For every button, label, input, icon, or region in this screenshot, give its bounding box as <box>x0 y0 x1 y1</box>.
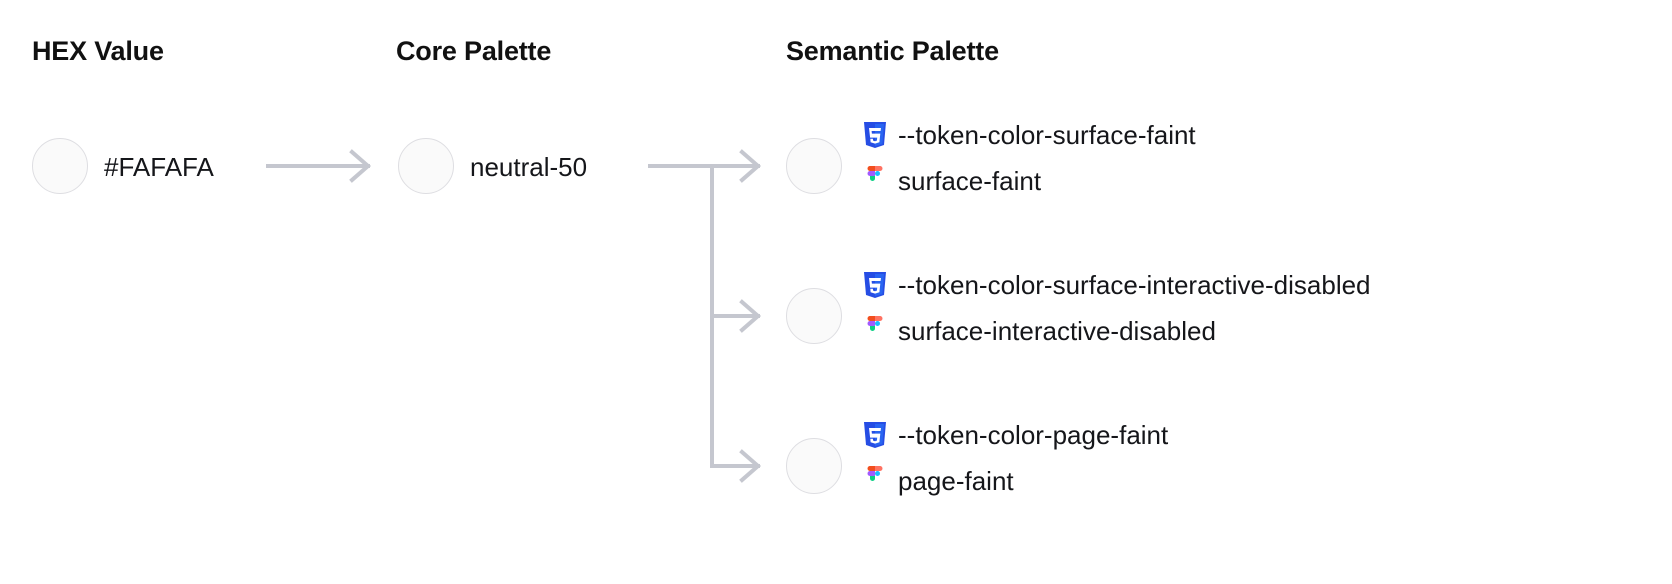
semantic-row: --token-color-page-faint page-faint <box>862 412 1662 504</box>
arrowhead-row-0 <box>739 149 762 183</box>
css-variable-name: --token-color-surface-faint <box>898 120 1196 150</box>
semantic-row: --token-color-surface-interactive-disabl… <box>862 262 1662 354</box>
figma-logo-icon <box>862 316 888 346</box>
figma-token-name: surface-interactive-disabled <box>898 316 1216 346</box>
column-heading-semantic-palette: Semantic Palette <box>786 36 999 66</box>
column-heading-core-palette: Core Palette <box>396 36 552 66</box>
figma-token-line: surface-interactive-disabled <box>862 308 1662 354</box>
css-token-line: --token-color-page-faint <box>862 412 1662 458</box>
arrowhead-row-2 <box>739 449 762 483</box>
swatch-core-palette[interactable] <box>398 138 454 194</box>
figma-token-line: surface-faint <box>862 158 1662 204</box>
swatch-hex-value[interactable] <box>32 138 88 194</box>
swatch-semantic-surface-faint[interactable] <box>786 138 842 194</box>
core-palette-label: neutral-50 <box>470 152 588 182</box>
swatch-semantic-page-faint[interactable] <box>786 438 842 494</box>
arrowhead-row-1 <box>739 299 762 333</box>
arrow-hex-to-core-head <box>349 149 372 183</box>
hex-value-label: #FAFAFA <box>104 152 214 182</box>
css3-shield-icon <box>862 420 888 450</box>
figma-logo-icon <box>862 466 888 496</box>
figma-token-name: surface-faint <box>898 166 1042 196</box>
css3-shield-icon <box>862 120 888 150</box>
figma-token-line: page-faint <box>862 458 1662 504</box>
css-variable-name: --token-color-surface-interactive-disabl… <box>898 270 1371 300</box>
figma-token-name: page-faint <box>898 466 1014 496</box>
swatch-semantic-surface-interactive-disabled[interactable] <box>786 288 842 344</box>
css3-shield-icon <box>862 270 888 300</box>
css-token-line: --token-color-surface-faint <box>862 112 1662 158</box>
css-variable-name: --token-color-page-faint <box>898 420 1169 450</box>
figma-logo-icon <box>862 166 888 196</box>
semantic-row: --token-color-surface-faint surface-fain… <box>862 112 1662 204</box>
css-token-line: --token-color-surface-interactive-disabl… <box>862 262 1662 308</box>
column-heading-hex-value: HEX Value <box>32 36 164 66</box>
